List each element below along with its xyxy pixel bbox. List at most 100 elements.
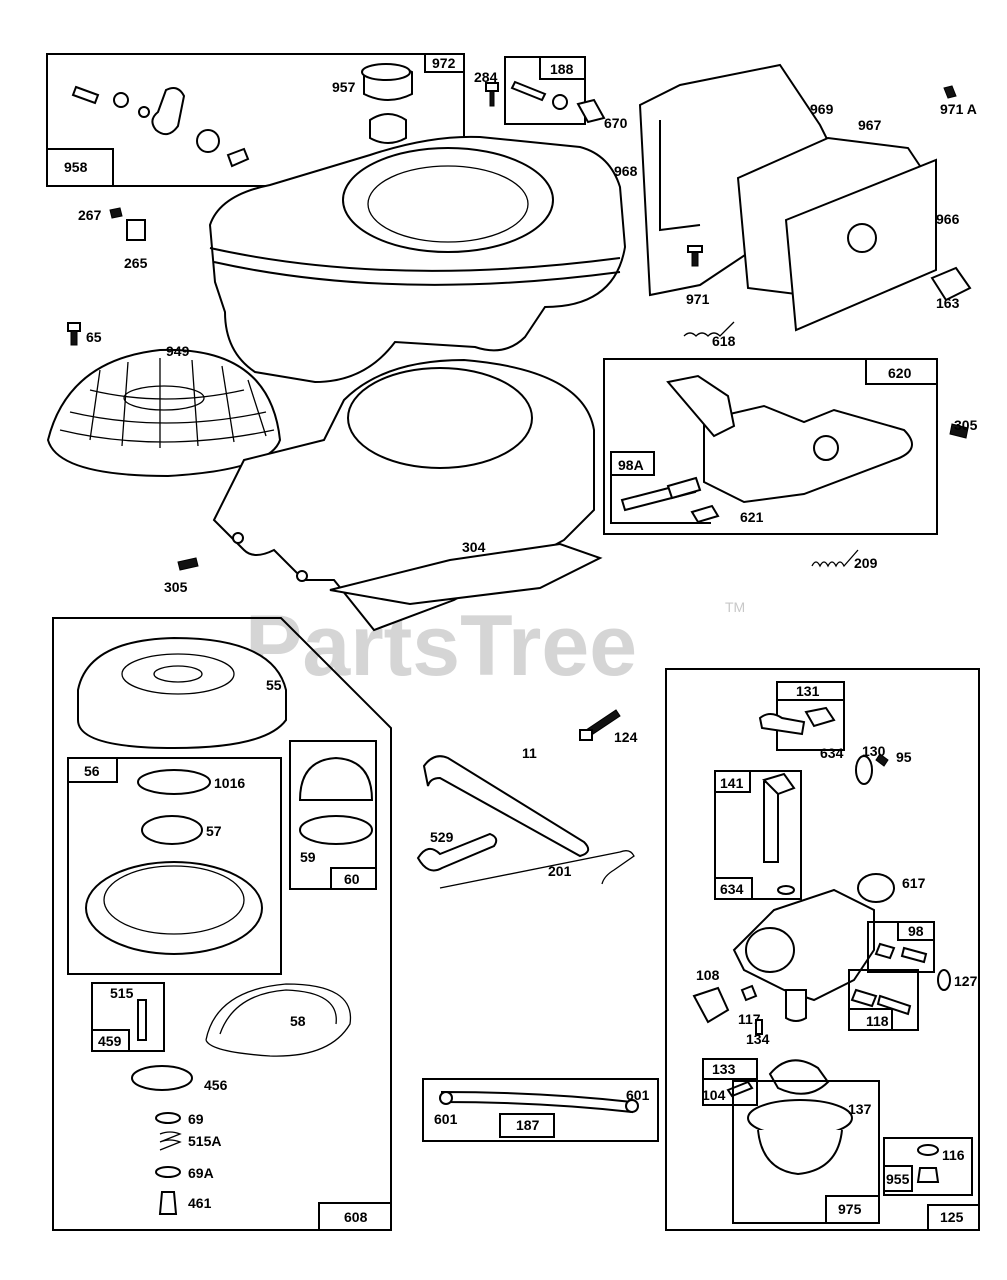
label-265: 265 bbox=[124, 255, 148, 271]
label-305b: 305 bbox=[954, 417, 978, 433]
label-98: 98 bbox=[908, 923, 924, 939]
label-58: 58 bbox=[290, 1013, 306, 1029]
label-529: 529 bbox=[430, 829, 454, 845]
label-957: 957 bbox=[332, 79, 356, 95]
label-108: 108 bbox=[696, 967, 720, 983]
screw-284-icon bbox=[485, 82, 499, 107]
label-967: 967 bbox=[858, 117, 882, 133]
label-69A: 69A bbox=[188, 1165, 214, 1181]
blower-guard-icon bbox=[46, 348, 282, 478]
label-69: 69 bbox=[188, 1111, 204, 1127]
label-620: 620 bbox=[888, 365, 912, 381]
label-116: 116 bbox=[942, 1147, 965, 1163]
screw-971-icon bbox=[687, 245, 703, 267]
label-137: 137 bbox=[848, 1101, 872, 1117]
label-515A: 515A bbox=[188, 1133, 221, 1149]
spring-209-icon bbox=[811, 549, 859, 568]
air-filter-icon bbox=[638, 63, 972, 332]
label-104: 104 bbox=[702, 1087, 726, 1103]
label-971A: 971 A bbox=[940, 101, 977, 117]
part-labels: 972 958 957 284 188 670 969 971 A 967 96… bbox=[64, 55, 978, 1225]
spring-618-icon bbox=[683, 321, 735, 337]
label-459: 459 bbox=[98, 1033, 122, 1049]
label-118: 118 bbox=[866, 1013, 889, 1029]
label-131: 131 bbox=[796, 683, 820, 699]
label-127: 127 bbox=[954, 973, 978, 989]
link-201-icon bbox=[439, 850, 635, 889]
spring-58-icon bbox=[205, 983, 352, 1057]
label-621: 621 bbox=[740, 509, 764, 525]
label-134: 134 bbox=[746, 1031, 770, 1047]
carburetor-icon bbox=[732, 888, 875, 1022]
label-515: 515 bbox=[110, 985, 134, 1001]
label-670: 670 bbox=[604, 115, 628, 131]
label-618: 618 bbox=[712, 333, 736, 349]
blower-housing-icon bbox=[212, 358, 603, 632]
screw-65-icon bbox=[67, 322, 81, 346]
label-187: 187 bbox=[516, 1117, 540, 1133]
label-955: 955 bbox=[886, 1171, 910, 1187]
screw-305a-icon bbox=[177, 557, 199, 571]
watermark-text: PartsTree bbox=[245, 598, 637, 694]
label-456: 456 bbox=[204, 1077, 228, 1093]
label-55: 55 bbox=[266, 677, 282, 693]
box-958 bbox=[46, 53, 465, 187]
label-60: 60 bbox=[344, 871, 360, 887]
label-201: 201 bbox=[548, 863, 572, 879]
label-971: 971 bbox=[686, 291, 710, 307]
box-125 bbox=[665, 668, 980, 1231]
label-958: 958 bbox=[64, 159, 88, 175]
label-163: 163 bbox=[936, 295, 960, 311]
label-95: 95 bbox=[896, 749, 912, 765]
label-188: 188 bbox=[550, 61, 574, 77]
governor-bracket-icon bbox=[666, 374, 913, 504]
label-59: 59 bbox=[300, 849, 316, 865]
label-267: 267 bbox=[78, 207, 102, 223]
bushing-670 bbox=[576, 98, 606, 124]
screw-971A-icon bbox=[943, 85, 957, 99]
label-634a: 634 bbox=[820, 745, 844, 761]
rewind-starter-icon bbox=[77, 636, 287, 750]
label-972: 972 bbox=[432, 55, 456, 71]
box-187 bbox=[422, 1078, 659, 1142]
screw-124-icon bbox=[579, 709, 621, 741]
label-98A: 98A bbox=[618, 457, 644, 473]
label-125: 125 bbox=[940, 1209, 964, 1225]
box-188 bbox=[504, 56, 586, 125]
label-634b: 634 bbox=[720, 881, 744, 897]
float-bowl-icon bbox=[747, 1059, 853, 1176]
label-304: 304 bbox=[462, 539, 486, 555]
label-124: 124 bbox=[614, 729, 638, 745]
label-141: 141 bbox=[720, 775, 744, 791]
label-608: 608 bbox=[344, 1209, 368, 1225]
choke-lever-icon bbox=[71, 85, 250, 168]
fuel-tank-icon bbox=[208, 63, 627, 384]
label-130: 130 bbox=[862, 743, 886, 759]
label-209: 209 bbox=[854, 555, 878, 571]
link-529-icon bbox=[416, 832, 498, 872]
label-461: 461 bbox=[188, 1195, 212, 1211]
label-601b: 601 bbox=[626, 1087, 650, 1103]
label-65: 65 bbox=[86, 329, 102, 345]
label-969: 969 bbox=[810, 101, 834, 117]
label-966: 966 bbox=[936, 211, 960, 227]
label-975: 975 bbox=[838, 1201, 862, 1217]
label-617: 617 bbox=[902, 875, 926, 891]
watermark-tm: TM bbox=[725, 599, 745, 615]
fuel-line-icon bbox=[439, 1090, 639, 1114]
label-56: 56 bbox=[84, 763, 100, 779]
label-133: 133 bbox=[712, 1061, 736, 1077]
label-949: 949 bbox=[166, 343, 190, 359]
screw-305b-icon bbox=[949, 423, 969, 439]
label-57: 57 bbox=[206, 823, 222, 839]
link-rod-icon bbox=[422, 755, 590, 858]
box-608 bbox=[52, 617, 392, 1231]
clip-265-icon bbox=[109, 207, 146, 241]
box-620 bbox=[603, 358, 938, 535]
label-117: 117 bbox=[738, 1011, 761, 1027]
label-601a: 601 bbox=[434, 1111, 458, 1127]
label-305a: 305 bbox=[164, 579, 188, 595]
label-11: 11 bbox=[522, 745, 537, 761]
